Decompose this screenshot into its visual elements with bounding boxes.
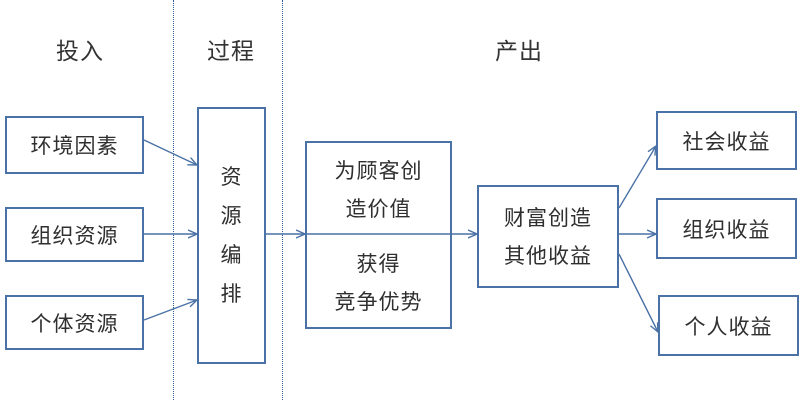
wealth-creation-line-2: 其他收益 <box>504 243 592 268</box>
competitive-advantage-line-1: 获得 <box>356 251 401 276</box>
outcome-box-individual: 个人收益 <box>658 295 799 356</box>
divider-right <box>282 0 283 400</box>
value-advantage-box: 为顾客创 造价值 获得 竞争优势 <box>305 141 452 329</box>
arrow-wealth-to-individual <box>618 253 658 332</box>
competitive-advantage-line-2: 竞争优势 <box>334 289 423 314</box>
outcome-box-organizational: 组织收益 <box>656 198 797 259</box>
outcome-label-organizational: 组织收益 <box>682 217 771 242</box>
wealth-creation-box: 财富创造 其他收益 <box>477 185 619 288</box>
process-char-2: 源 <box>220 203 243 228</box>
input-box-environment: 环境因素 <box>5 116 144 174</box>
header-process: 过程 <box>207 39 255 65</box>
process-char-3: 编 <box>220 242 243 267</box>
outcome-label-social: 社会收益 <box>682 129 771 154</box>
input-label-individual-resources: 个体资源 <box>30 311 119 336</box>
input-label-environment: 环境因素 <box>30 134 119 158</box>
divider-left <box>173 0 174 400</box>
input-label-organizational-resources: 组织资源 <box>30 223 119 248</box>
value-creation-line-1: 为顾客创 <box>334 158 423 183</box>
wealth-creation-line-1: 财富创造 <box>504 205 592 230</box>
header-input: 投入 <box>56 39 104 65</box>
arrow-individual-to-process <box>143 300 197 321</box>
process-box-resource-orchestration: 资 源 编 排 <box>197 107 266 364</box>
arrow-wealth-to-social <box>618 146 656 209</box>
outcome-box-social: 社会收益 <box>656 111 797 170</box>
competitive-advantage-section: 获得 竞争优势 <box>307 236 450 329</box>
process-char-1: 资 <box>220 164 243 189</box>
input-box-organizational-resources: 组织资源 <box>5 207 144 262</box>
arrow-environment-to-process <box>143 139 197 165</box>
process-char-4: 排 <box>220 281 243 306</box>
input-box-individual-resources: 个体资源 <box>5 295 144 350</box>
value-creation-section: 为顾客创 造价值 <box>307 143 450 236</box>
value-creation-line-2: 造价值 <box>345 196 412 221</box>
header-output: 产出 <box>495 39 543 65</box>
outcome-label-individual: 个人收益 <box>684 314 773 339</box>
